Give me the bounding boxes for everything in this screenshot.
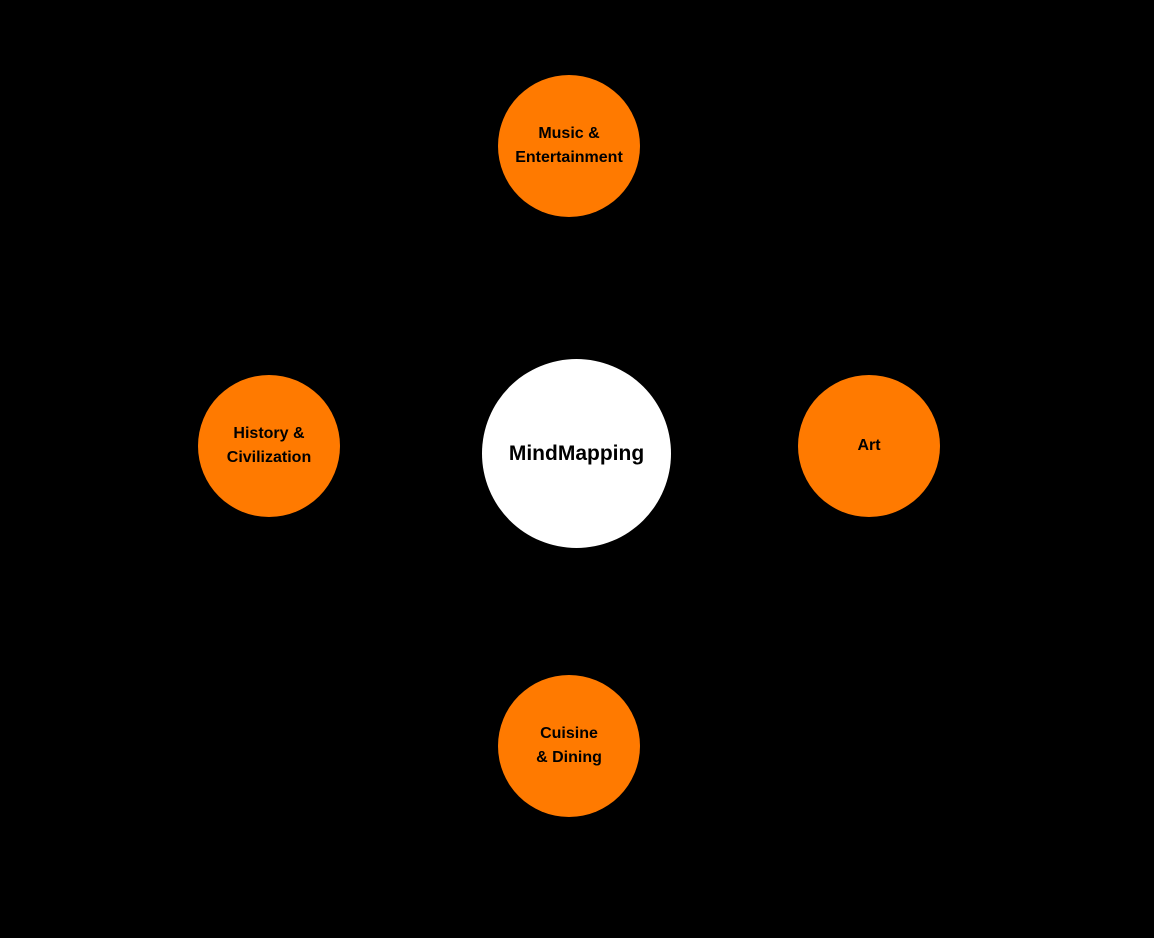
branch-node-music-entertainment[interactable]: Music & Entertainment	[498, 75, 640, 217]
center-node-label: MindMapping	[508, 441, 645, 465]
branch-node-label: History & Civilization	[227, 422, 311, 470]
branch-label-line: Music &	[538, 125, 600, 142]
branch-label-line: Entertainment	[515, 149, 623, 166]
branch-node-cuisine-dining[interactable]: Cuisine & Dining	[498, 675, 640, 817]
branch-label-line: & Dining	[536, 749, 602, 766]
branch-node-label: Cuisine & Dining	[536, 722, 602, 770]
branch-label-line: History &	[233, 425, 305, 442]
center-node[interactable]: MindMapping	[482, 359, 671, 548]
branch-label-line: Civilization	[226, 449, 312, 466]
branch-node-label: Music & Entertainment	[515, 122, 623, 170]
branch-label-line: Art	[857, 437, 881, 454]
branch-node-art[interactable]: Art	[798, 375, 940, 517]
branch-node-history-civilization[interactable]: History & Civilization	[198, 375, 340, 517]
branch-label-line: Cuisine	[540, 725, 598, 742]
